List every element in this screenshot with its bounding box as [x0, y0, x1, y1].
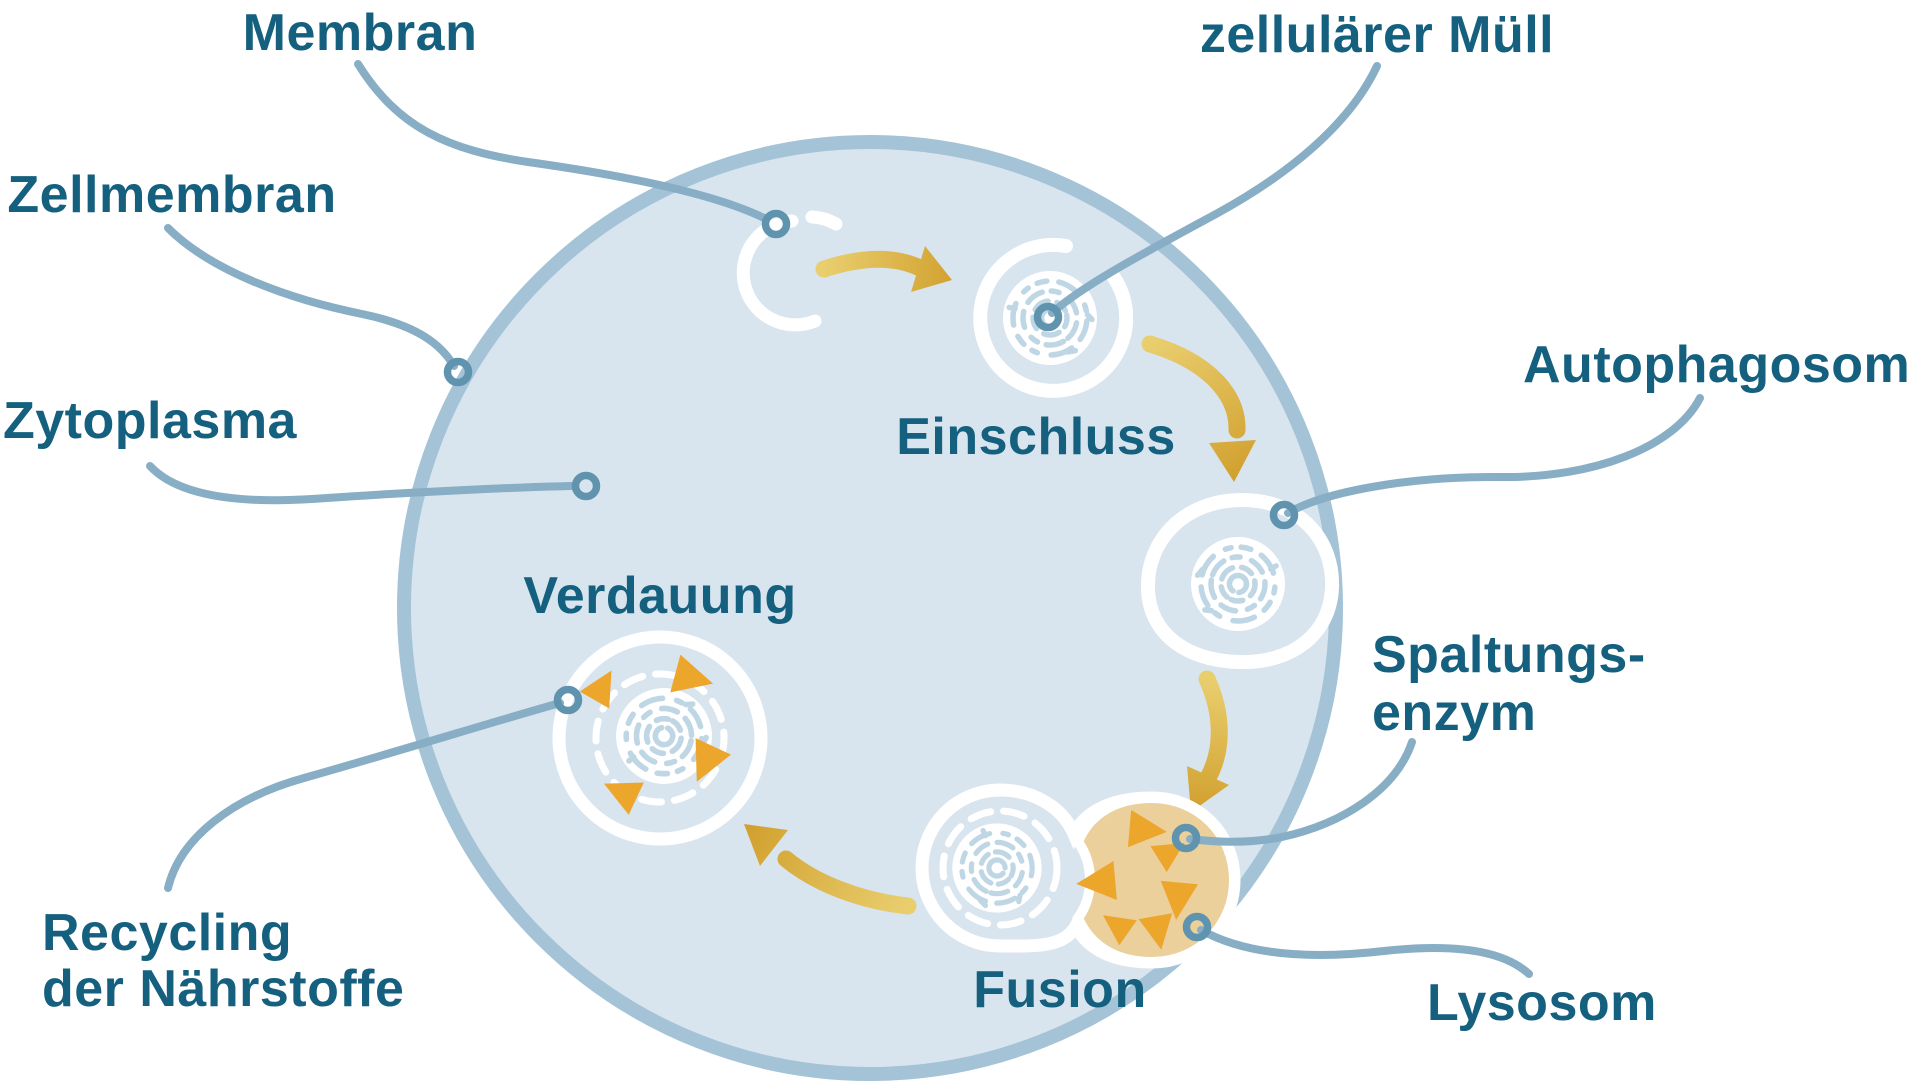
- leader-dot-zytoplasma: [571, 471, 601, 501]
- label-spaltungsenzym-line1: Spaltungs-: [1372, 626, 1646, 684]
- label-zellmembran: Zellmembran: [7, 166, 336, 224]
- leader-dot-spaltungsenzym: [1171, 823, 1201, 853]
- leader-dot-autophagosom: [1269, 500, 1299, 530]
- label-zytoplasma: Zytoplasma: [3, 392, 298, 450]
- leader-dot-zellulaerer-muell: [1033, 302, 1063, 332]
- cycle-arrow-3-icon: [1187, 670, 1229, 812]
- cycle-arrow-1-icon: [815, 246, 952, 292]
- digestion-inner-dashed-ring: [592, 670, 728, 806]
- leader-recycling: [164, 699, 564, 892]
- leader-spaltungsenzym: [1186, 738, 1416, 846]
- leader-dot-zellmembran: [443, 357, 473, 387]
- leader-autophagosom: [1284, 394, 1704, 517]
- label-stage-fusion: Fusion: [973, 961, 1146, 1019]
- label-membran: Membran: [243, 4, 478, 62]
- digestion-stage: [552, 630, 768, 846]
- autophagosome-inner-dashed-ring: [939, 807, 1061, 929]
- leader-zellmembran: [164, 224, 458, 370]
- leader-zytoplasma: [146, 462, 577, 505]
- label-autophagosom: Autophagosom: [1523, 336, 1910, 394]
- cycle-arrow-2-icon: [1141, 335, 1256, 482]
- inclusion-stage: [973, 237, 1134, 398]
- cycle-arrow-4-icon: [744, 824, 917, 915]
- label-lysosom: Lysosom: [1427, 974, 1657, 1032]
- label-stage-einschluss: Einschluss: [896, 408, 1176, 466]
- leader-zellulaerer-muell: [1048, 62, 1381, 317]
- leader-lysosom: [1197, 926, 1533, 978]
- leader-dot-lysosom: [1182, 912, 1212, 942]
- autophagosome-ring: [1140, 492, 1340, 670]
- label-recycling-line2: der Nährstoffe: [42, 960, 404, 1018]
- membrane-arc-fragment: [805, 210, 843, 231]
- leader-membran: [354, 60, 770, 223]
- digestion-outer-ring: [552, 630, 768, 846]
- label-zellulaerer-muell: zellulärer Müll: [1200, 6, 1554, 64]
- label-recycling-line1: Recycling: [42, 904, 292, 962]
- leader-dot-recycling: [553, 685, 583, 715]
- leader-dot-membran: [761, 209, 791, 239]
- label-spaltungsenzym-line2: enzym: [1372, 684, 1536, 742]
- label-stage-verdauung: Verdauung: [523, 567, 796, 625]
- inclusion-membrane-ring: [973, 237, 1134, 398]
- autophagosome-stage: [1140, 492, 1340, 670]
